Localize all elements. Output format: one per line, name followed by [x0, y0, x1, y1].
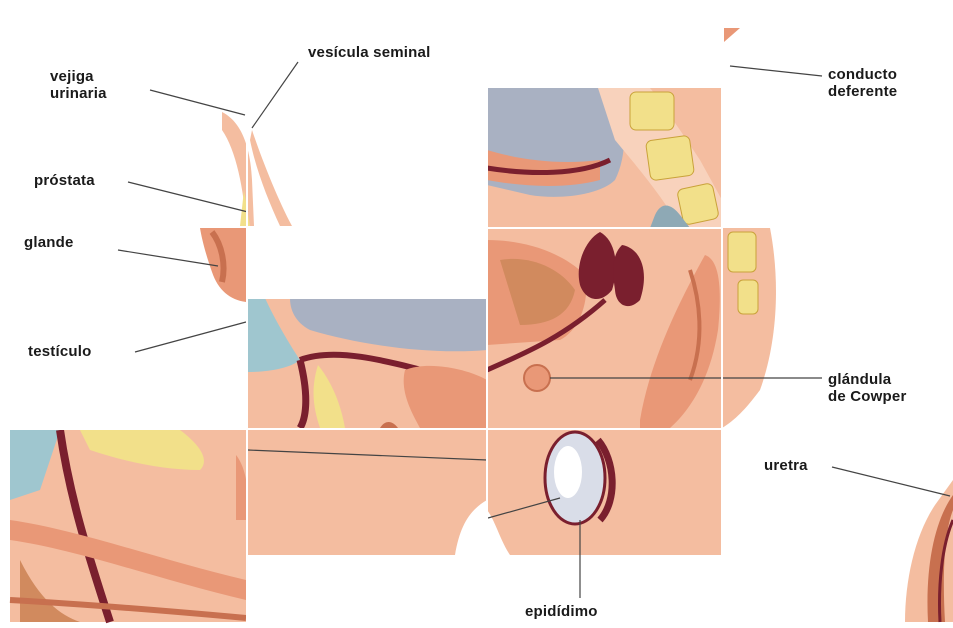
- label-glandula-de-cowper: glándula de Cowper: [828, 371, 906, 405]
- label-epididimo: epidídimo: [525, 603, 598, 620]
- label-uretra: uretra: [764, 457, 808, 474]
- puzzle-tile-prostate[interactable]: [487, 228, 722, 428]
- puzzle-tile-spine[interactable]: [722, 228, 776, 428]
- puzzle-tile-bladder-edge[interactable]: [222, 112, 292, 226]
- label-testiculo: testículo: [28, 343, 91, 360]
- label-conducto-deferente: conducto deferente: [828, 66, 897, 100]
- label-vejiga-urinaria: vejiga urinaria: [50, 68, 107, 102]
- puzzle-tile-penis-shaft[interactable]: [10, 430, 246, 622]
- puzzle-tile-urethra-edge[interactable]: [905, 480, 953, 622]
- label-glande: glande: [24, 234, 74, 251]
- puzzle-tile-testicle[interactable]: [487, 430, 722, 555]
- puzzle-tile-scrotum-edge[interactable]: [236, 430, 487, 555]
- label-vesicula-seminal: vesícula seminal: [308, 44, 430, 61]
- puzzle-tile-sacrum-top[interactable]: [487, 88, 722, 228]
- puzzle-tile-glans[interactable]: [200, 228, 246, 302]
- puzzle-tile-sliver[interactable]: [724, 28, 740, 42]
- label-prostata: próstata: [34, 172, 95, 189]
- puzzle-tile-bladder-center[interactable]: [248, 298, 487, 428]
